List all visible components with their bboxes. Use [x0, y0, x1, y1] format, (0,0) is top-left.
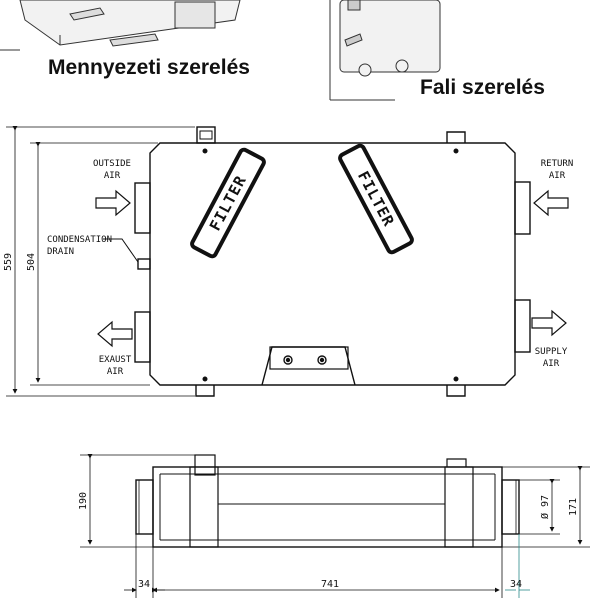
exhaust-air-label-2: AIR	[107, 367, 124, 377]
exhaust-air-label-1: EXAUST	[99, 355, 132, 365]
dim-duct-diameter: Ø 97	[539, 495, 551, 519]
outside-air-label-2: AIR	[104, 171, 121, 181]
return-air-arrow-icon	[533, 189, 569, 217]
supply-air-duct	[514, 299, 531, 353]
drain-leader-line	[103, 238, 139, 263]
wall-mount-caption: Fali szerelés	[420, 76, 545, 99]
mount-bracket	[446, 385, 466, 397]
supply-air-label-1: SUPPLY	[535, 347, 568, 357]
return-air-duct	[514, 181, 531, 235]
unit-body	[149, 142, 516, 386]
outside-air-duct	[134, 182, 151, 234]
side-view	[135, 454, 520, 548]
exhaust-air-arrow-icon	[97, 320, 133, 348]
condensation-drain-label-1: CONDENSATION	[47, 235, 112, 245]
plan-view	[134, 126, 531, 397]
condensation-drain-pipe	[137, 258, 151, 270]
return-air-label-1: RETURN	[541, 159, 574, 169]
supply-air-label-2: AIR	[543, 359, 560, 369]
filter-left: FILTER	[190, 147, 266, 259]
mount-bracket	[196, 126, 216, 144]
electrical-box	[261, 346, 356, 386]
ceiling-mount-photo	[19, 0, 241, 47]
return-air-label-2: AIR	[549, 171, 566, 181]
outside-air-label-1: OUTSIDE	[93, 159, 131, 169]
ceiling-mount-caption: Mennyezeti szerelés	[48, 56, 250, 79]
side-duct-right	[501, 479, 520, 535]
dim-741: 741	[321, 579, 339, 590]
mount-bracket	[195, 385, 215, 397]
plan-height-dimensions	[6, 126, 195, 397]
mount-bracket	[446, 131, 466, 143]
side-dimensions	[80, 454, 590, 598]
dim-34-right: 34	[510, 579, 522, 590]
wall-mount-photo	[329, 0, 441, 101]
exhaust-air-duct	[134, 311, 151, 363]
side-body	[152, 466, 503, 548]
dim-34-left: 34	[138, 579, 150, 590]
dim-504: 504	[26, 253, 37, 271]
condensation-drain-label-2: DRAIN	[47, 247, 74, 257]
supply-air-arrow-icon	[531, 309, 567, 337]
dim-190: 190	[78, 492, 89, 510]
side-duct-left	[135, 479, 154, 535]
dim-559: 559	[3, 253, 14, 271]
side-bracket	[446, 458, 467, 467]
side-bracket	[194, 454, 216, 476]
filter-right: FILTER	[338, 143, 414, 255]
outside-air-arrow-icon	[95, 189, 131, 217]
dim-171: 171	[568, 498, 579, 516]
